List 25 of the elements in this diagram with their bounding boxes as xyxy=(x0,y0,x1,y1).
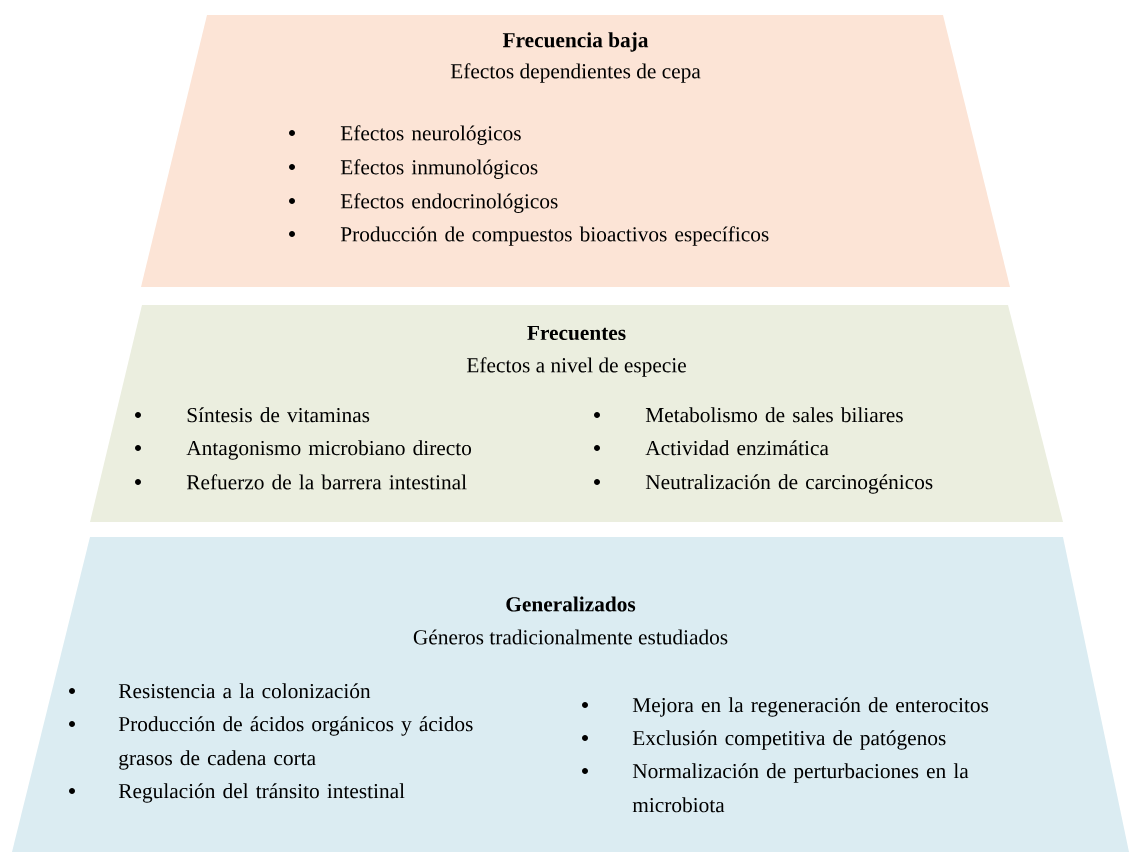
bullet-item: Exclusión competitiva de patógenos xyxy=(582,730,946,750)
bullet-item: Mejora en la regeneración de enterocitos xyxy=(582,697,989,717)
tier-subtitle: Efectos a nivel de especie xyxy=(466,357,686,377)
bullet-item: Refuerzo de la barrera intestinal xyxy=(135,474,467,490)
bullet-item: Neutralización de carcinogénicos xyxy=(594,474,933,494)
tier-heading: Frecuentes xyxy=(527,325,626,341)
bullet-item: Síntesis de vitaminas xyxy=(135,407,370,423)
bullet-item: Efectos endocrinológicos xyxy=(289,193,558,213)
pyramid-tier xyxy=(141,15,1010,287)
bullet-item: Actividad enzimática xyxy=(594,440,829,456)
tier-subtitle: Géneros tradicionalmente estudiados xyxy=(413,629,728,645)
tier-heading: Frecuencia baja xyxy=(502,32,649,52)
tier-heading: Generalizados xyxy=(506,596,636,612)
bullet-item: Resistencia a la colonización xyxy=(69,683,371,699)
bullet-item: Regulación del tránsito intestinal xyxy=(69,783,405,803)
pyramid-tier xyxy=(90,305,1063,522)
bullet-item: Normalización de perturbaciones en la microbiota xyxy=(582,763,969,813)
pyramid-tier xyxy=(12,537,1129,852)
bullet-item: Producción de ácidos orgánicos y ácidos grasos de cadena corta xyxy=(69,716,473,770)
tier-subtitle: Efectos dependientes de cepa xyxy=(450,63,701,83)
bullet-item: Producción de compuestos bioactivos específicos xyxy=(289,226,769,246)
bullet-item: Efectos neurológicos xyxy=(289,125,521,145)
bullet-item: Metabolismo de sales biliares xyxy=(594,407,903,423)
bullet-item: Efectos inmunológicos xyxy=(289,159,538,179)
bullet-item: Antagonismo microbiano directo xyxy=(135,440,472,460)
